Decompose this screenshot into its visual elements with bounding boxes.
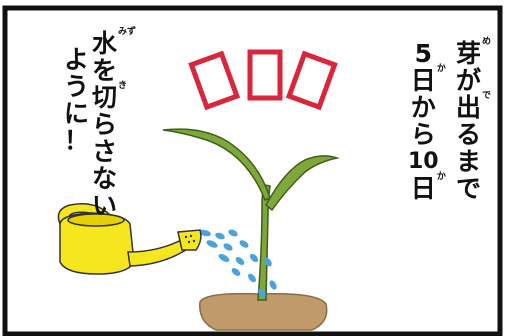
caption-char-text: う: [64, 72, 90, 101]
soil-icon: [199, 292, 328, 331]
caption-char-text: 切: [92, 83, 118, 112]
caption-char: ら: [92, 111, 117, 138]
furigana: で: [482, 91, 492, 101]
furigana: め: [482, 37, 492, 47]
furigana: か: [436, 64, 446, 74]
furigana: みず: [118, 27, 137, 37]
caption-char: に: [64, 100, 89, 127]
caption-char: 水みず: [92, 28, 136, 58]
caption-char-text: 10: [408, 149, 439, 174]
watering-can-icon: [57, 203, 202, 275]
caption-char: か: [411, 94, 436, 121]
caption-char: る: [456, 121, 481, 148]
caption-left-line2: ように！: [64, 46, 89, 154]
caption-char: ら: [411, 121, 436, 148]
caption-right-line1: 芽めが出でるまで: [456, 38, 491, 203]
caption-char: が: [456, 67, 481, 94]
caption-char: う: [64, 73, 89, 100]
caption-char: 芽め: [456, 38, 491, 68]
caption-char-text: 芽: [456, 39, 482, 68]
caption-char: よ: [64, 46, 89, 73]
red-label-right: [285, 50, 338, 111]
red-labels-icon: [188, 49, 338, 111]
caption-char-text: を: [92, 56, 118, 85]
caption-char: ま: [456, 148, 481, 175]
caption-char-text: 日: [410, 174, 436, 203]
caption-char: ！: [64, 127, 89, 154]
caption-left-line1: 水みずを切きらさない: [92, 28, 136, 220]
caption-char-text: い: [92, 191, 118, 220]
caption-char: な: [92, 165, 117, 192]
red-label-left: [188, 50, 241, 111]
caption-char-text: る: [456, 120, 482, 149]
furigana: か: [436, 172, 446, 182]
red-label-middle: [247, 49, 283, 101]
caption-char: い: [92, 192, 117, 219]
caption-char-text: に: [64, 99, 90, 128]
caption-char-text: ！: [64, 126, 90, 155]
caption-char: で: [456, 175, 481, 202]
caption-char-text: が: [456, 66, 482, 95]
caption-char-text: ま: [456, 147, 482, 176]
caption-char-text: で: [456, 174, 482, 203]
caption-char-text: か: [410, 93, 436, 122]
water-drops-icon: [199, 229, 277, 298]
caption-char-text: 出: [456, 93, 482, 122]
caption-char-text: さ: [92, 137, 118, 166]
caption-char-text: よ: [64, 45, 90, 74]
caption-char: を: [92, 57, 117, 84]
caption-char-text: ら: [410, 120, 436, 149]
caption-char: 出で: [456, 92, 491, 122]
sprout-icon: [162, 128, 340, 301]
caption-char-text: 日: [410, 66, 436, 95]
caption-char: 日か: [410, 173, 446, 203]
caption-char: 5: [415, 40, 432, 67]
caption-char: 切き: [92, 82, 127, 112]
caption-char-text: ら: [92, 110, 118, 139]
caption-char: さ: [92, 138, 117, 165]
caption-char: 10: [408, 148, 439, 175]
caption-char-text: 水: [92, 29, 118, 58]
caption-char-text: 5: [414, 39, 433, 68]
furigana: き: [118, 81, 128, 91]
caption-char: 日か: [410, 65, 446, 95]
caption-char-text: な: [92, 164, 118, 193]
